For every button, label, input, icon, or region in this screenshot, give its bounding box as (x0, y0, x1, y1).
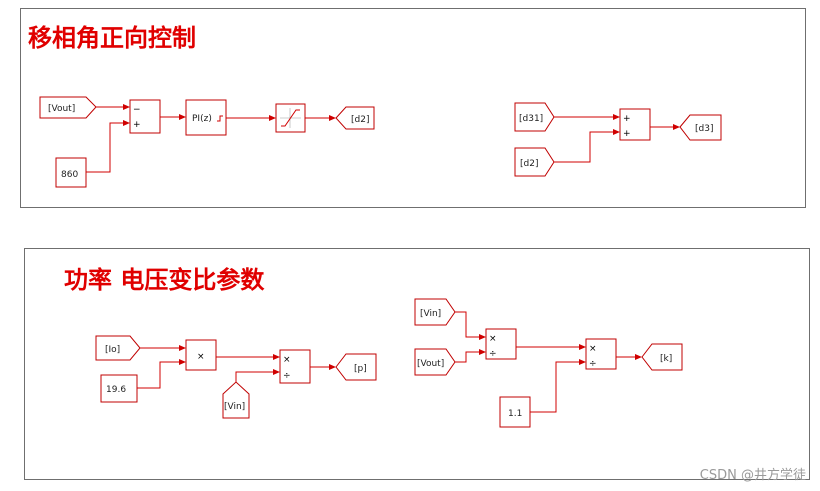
saturation-icon (281, 109, 300, 127)
vout-from-2-label: [Vout] (417, 359, 444, 369)
sum2-plus-sign-1: + (623, 114, 631, 124)
k-goto-block[interactable]: [k] (641, 343, 683, 371)
wire-vin-divide1 (235, 371, 274, 382)
constant-860-label: 860 (61, 170, 78, 180)
wire-11-divide3 (530, 361, 580, 413)
p-goto-block[interactable]: [p] (335, 353, 377, 381)
wire-860-sum1 (86, 122, 124, 173)
constant-1-1-block[interactable]: 1.1 (499, 396, 531, 428)
divide3-divide-sign: ÷ (589, 359, 597, 369)
d2-from-block[interactable]: [d2] (514, 147, 555, 177)
d3-goto-block[interactable]: [d3] (679, 114, 722, 141)
vin-from-lower-label: [Vin] (224, 402, 245, 412)
vout-from-block[interactable]: [Vout] (39, 96, 97, 119)
divide1-multiply-sign: × (283, 355, 291, 365)
d3-goto-label: [d3] (695, 124, 713, 134)
wire-vout-divide2 (455, 351, 480, 363)
sum-block-1[interactable]: − + (129, 99, 161, 134)
d31-from-label: [d31] (519, 114, 543, 124)
vout-from-block-2[interactable]: [Vout] (414, 348, 456, 376)
divide2-multiply-sign: × (489, 334, 497, 344)
io-from-block[interactable]: [Io] (95, 335, 141, 361)
divide3-multiply-sign: × (589, 344, 597, 354)
constant-1-1-label: 1.1 (508, 409, 522, 419)
sum1-minus-sign: − (133, 105, 141, 115)
divide-block-1[interactable]: × ÷ (279, 349, 311, 384)
d2-goto-label: [d2] (351, 115, 369, 125)
phase-shift-control-title: 移相角正向控制 (28, 24, 196, 52)
constant-19-6-label: 19.6 (106, 385, 126, 395)
d2-goto-block[interactable]: [d2] (335, 106, 375, 130)
pi-controller-label: PI(z) (192, 114, 212, 124)
divide1-divide-sign: ÷ (283, 371, 291, 381)
wire-vin-divide2 (455, 311, 480, 338)
d31-from-block[interactable]: [d31] (514, 102, 555, 132)
wire-d2-sum2 (554, 131, 614, 163)
vin-from-block-lower[interactable]: [Vin] (222, 381, 250, 419)
sum-block-2[interactable]: + + (619, 108, 651, 141)
divide2-divide-sign: ÷ (489, 349, 497, 359)
p-goto-label: [p] (354, 364, 367, 374)
sum2-plus-sign-2: + (623, 129, 631, 139)
k-goto-label: [k] (660, 354, 672, 364)
vin-from-label: [Vin] (420, 309, 441, 319)
saturation-block[interactable] (275, 103, 306, 133)
vin-from-block[interactable]: [Vin] (414, 298, 456, 326)
constant-19-6-block[interactable]: 19.6 (100, 374, 138, 403)
sum1-plus-sign: + (133, 120, 141, 130)
wire-196-product (137, 361, 180, 389)
product-block[interactable]: × (185, 339, 217, 371)
divide-block-3[interactable]: × ÷ (585, 338, 617, 370)
csdn-watermark: CSDN @井方学徒 (699, 468, 806, 483)
constant-860-block[interactable]: 860 (55, 157, 87, 188)
pi-controller-block[interactable]: PI(z) (185, 99, 227, 136)
pi-step-icon (217, 115, 223, 122)
io-from-label: [Io] (105, 345, 120, 355)
vout-from-label: [Vout] (48, 104, 75, 114)
power-voltage-ratio-title: 功率 电压变比参数 (64, 266, 265, 294)
product-sign: × (197, 352, 205, 362)
d2-from-label: [d2] (520, 159, 538, 169)
divide-block-2[interactable]: × ÷ (485, 328, 517, 360)
